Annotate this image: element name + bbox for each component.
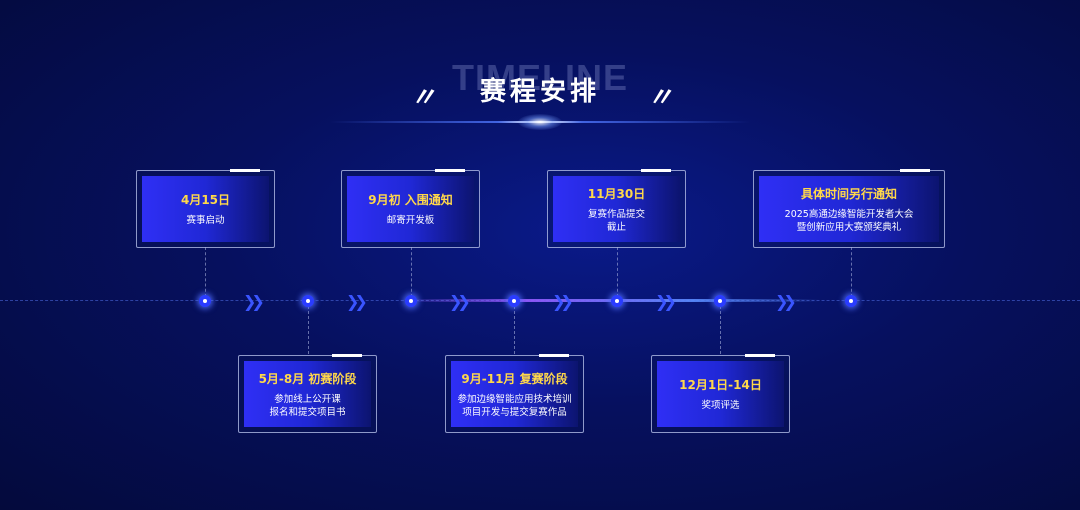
chevron-right-icon: ❯❯ [243, 292, 265, 311]
milestone-date: 具体时间另行通知 [800, 186, 897, 201]
milestone-card-submission: 11月30日 复赛作品提交 截止 [547, 169, 686, 248]
milestone-desc: 赛事启动 [186, 215, 225, 226]
timeline-axis-highlight [400, 299, 820, 302]
card-tab-decoration [539, 354, 569, 357]
milestone-desc: 参加线上公开课 [274, 393, 341, 405]
milestone-card-preliminary: 5月-8月 初赛阶段 参加线上公开课 报名和提交项目书 [238, 354, 377, 433]
chevron-right-icon: ❯❯ [655, 292, 677, 311]
milestone-desc: 奖项评选 [701, 400, 740, 411]
connector-line [720, 306, 721, 354]
milestone-date: 9月初 入围通知 [368, 193, 453, 207]
quote-mark-right-icon: 〃 [647, 82, 673, 112]
milestone-date: 9月-11月 复赛阶段 [461, 371, 568, 386]
chevron-right-icon: ❯❯ [346, 292, 368, 311]
card-tab-decoration [745, 354, 775, 357]
connector-line [851, 247, 852, 297]
milestone-card-shortlist: 9月初 入围通知 邮寄开发板 [341, 169, 480, 248]
milestone-date: 5月-8月 初赛阶段 [258, 371, 357, 386]
timeline-node [405, 295, 417, 307]
chevron-right-icon: ❯❯ [775, 292, 797, 311]
page-title: 赛程安排 [479, 77, 600, 107]
milestone-desc: 截止 [606, 221, 626, 233]
timeline-node [302, 295, 314, 307]
timeline-watermark: TIMELINE [452, 57, 628, 98]
timeline-node [508, 295, 520, 307]
milestone-date: 4月15日 [180, 193, 231, 207]
milestone-desc: 2025高通边缘智能开发者大会 [784, 208, 914, 220]
milestone-desc: 暨创新应用大赛颁奖典礼 [796, 221, 902, 233]
section-header: TIMELINE 〃 赛程安排 〃 [0, 55, 1080, 125]
quote-mark-left-icon: 〃 [410, 82, 436, 112]
chevron-right-icon: ❯❯ [552, 292, 574, 311]
chevron-right-icon: ❯❯ [449, 292, 471, 311]
milestone-desc: 复赛作品提交 [587, 208, 645, 220]
card-tab-decoration [230, 169, 260, 172]
milestone-card-semifinal: 9月-11月 复赛阶段 参加边缘智能应用技术培训 项目开发与提交复赛作品 [445, 354, 584, 433]
title-glow-spot [518, 114, 562, 130]
milestone-date: 12月1日-14日 [679, 378, 762, 392]
connector-line [617, 247, 618, 297]
card-tab-decoration [435, 169, 465, 172]
connector-line [411, 247, 412, 297]
card-tab-decoration [332, 354, 362, 357]
milestone-desc: 报名和提交项目书 [269, 406, 346, 418]
milestone-card-start: 4月15日 赛事启动 [136, 169, 275, 248]
card-tab-decoration [900, 169, 930, 172]
milestone-desc: 参加边缘智能应用技术培训 [457, 393, 572, 405]
connector-line [205, 247, 206, 297]
milestone-card-ceremony: 具体时间另行通知 2025高通边缘智能开发者大会 暨创新应用大赛颁奖典礼 [753, 169, 945, 248]
milestone-card-judging: 12月1日-14日 奖项评选 [651, 354, 790, 433]
milestone-desc: 项目开发与提交复赛作品 [462, 406, 567, 418]
connector-line [514, 306, 515, 354]
card-tab-decoration [641, 169, 671, 172]
timeline-node [199, 295, 211, 307]
timeline-node [611, 295, 623, 307]
timeline-node [714, 295, 726, 307]
timeline-node [845, 295, 857, 307]
milestone-date: 11月30日 [587, 186, 646, 201]
milestone-desc: 邮寄开发板 [386, 215, 435, 226]
connector-line [308, 306, 309, 354]
